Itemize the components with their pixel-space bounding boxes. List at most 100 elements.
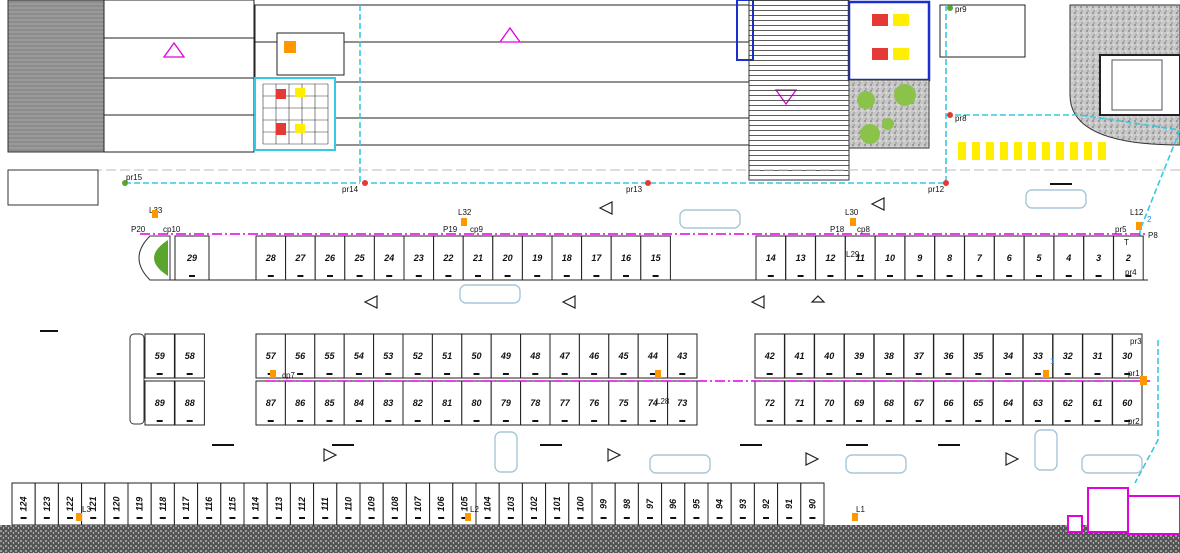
parking-space: 105	[452, 482, 477, 526]
parking-space: 45	[608, 333, 639, 379]
electrical-room	[254, 77, 336, 151]
parking-space-number: 75	[618, 398, 629, 408]
parking-space: 55	[314, 333, 345, 379]
parking-space: 82	[402, 380, 433, 426]
parking-space: 110	[336, 482, 361, 526]
label-pr1: pr1	[1128, 369, 1140, 378]
parking-space-number: 22	[442, 253, 453, 263]
parking-space: 99	[591, 482, 616, 526]
parking-space-number: 53	[383, 351, 393, 361]
parking-space-number: 70	[824, 398, 834, 408]
parking-space-number: 13	[796, 253, 806, 263]
label-l29: L29	[846, 250, 860, 259]
parking-space-number: 72	[765, 398, 775, 408]
parking-space: 117	[173, 482, 199, 526]
label-two: 2	[1147, 215, 1152, 224]
parking-space: 18	[551, 235, 583, 281]
parking-space: 114	[243, 482, 268, 526]
parking-space-number: 84	[354, 398, 364, 408]
equipment-panel-blue	[847, 0, 931, 82]
parking-space: 53	[373, 333, 404, 379]
parking-space: 94	[707, 482, 732, 526]
parking-space-number: 17	[591, 253, 602, 263]
parking-space: 2	[1113, 235, 1144, 281]
label-t: T	[1124, 238, 1129, 247]
road-strip-bottom	[0, 525, 1180, 553]
label-cp7: cp7	[282, 371, 295, 380]
parking-space-number: 46	[588, 351, 600, 361]
parking-space: 107	[405, 482, 431, 526]
parking-space-number: 34	[1003, 351, 1013, 361]
parking-space: 11	[844, 235, 876, 281]
label-pr13: pr13	[626, 185, 643, 194]
parking-space: 95	[684, 482, 709, 526]
parking-space-number: 97	[645, 498, 655, 509]
parking-space-number: 59	[155, 351, 165, 361]
parking-space-number: 123	[42, 496, 52, 511]
parking-space-number: 119	[135, 497, 145, 511]
parking-space: 12	[815, 235, 846, 281]
direction-arrow	[323, 197, 1020, 466]
parking-space-number: 64	[1003, 398, 1013, 408]
car-outline	[459, 189, 1143, 474]
parking-space-number: 40	[823, 351, 834, 361]
connection-point-pr9: pr9	[947, 5, 967, 14]
parking-space: 25	[344, 235, 375, 281]
parking-space-number: 122	[65, 496, 75, 511]
parking-space-number: 27	[294, 253, 306, 263]
parking-space-number: 94	[715, 499, 725, 509]
parking-space: 16	[610, 235, 642, 281]
parking-space-number: 78	[530, 398, 540, 408]
label-l2: L2	[470, 505, 479, 514]
parking-space-number: 44	[647, 351, 658, 361]
parking-space-number: 105	[459, 496, 469, 512]
parking-space-number: 124	[19, 496, 29, 511]
parking-space: 48	[520, 333, 551, 379]
parking-space: 23	[403, 235, 435, 281]
parking-space-number: 26	[324, 253, 336, 263]
parking-space: 101	[545, 482, 570, 526]
parking-space-number: 86	[295, 398, 306, 408]
parking-space-number: 10	[885, 253, 895, 263]
parking-space-number: 7	[977, 253, 983, 263]
parking-space: 92	[753, 482, 779, 526]
parking-space-number: 56	[295, 351, 306, 361]
parking-space-number: 28	[265, 253, 276, 263]
parking-space: 111	[313, 482, 338, 526]
parking-space: 80	[461, 380, 492, 426]
parking-space-number: 87	[266, 398, 277, 408]
label-pr9: pr9	[955, 5, 967, 14]
parking-space-number: 80	[471, 398, 481, 408]
parking-space: 81	[431, 380, 463, 426]
parking-space: 74	[637, 380, 669, 426]
parking-space: 51	[431, 333, 463, 379]
parking-space-number: 6	[1007, 253, 1013, 263]
parking-space: 78	[520, 380, 551, 426]
parking-space-number: 47	[559, 351, 571, 361]
parking-space: 63	[1022, 380, 1054, 426]
parking-space: 106	[429, 482, 454, 526]
cable-route-cyan	[125, 5, 1180, 484]
parking-space: 20	[492, 235, 523, 281]
parking-space-number: 100	[575, 496, 585, 511]
parking-space-number: 61	[1092, 398, 1102, 408]
parking-space: 70	[814, 380, 845, 426]
parking-space: 115	[220, 482, 245, 526]
parking-space: 4	[1053, 235, 1085, 281]
parking-space: 8	[934, 235, 965, 281]
parking-space: 19	[521, 235, 553, 281]
building-marker-triangle	[498, 26, 522, 43]
parking-space: 34	[992, 333, 1024, 379]
parking-space: 98	[614, 482, 639, 526]
parking-space: 38	[873, 333, 905, 379]
parking-space-number: 54	[354, 351, 364, 361]
parking-space: 65	[963, 380, 994, 426]
parking-space: 44	[637, 333, 669, 379]
parking-space: 68	[873, 380, 905, 426]
parking-space: 103	[498, 482, 523, 526]
parking-space-number: 24	[383, 253, 394, 263]
building-hatched	[7, 0, 105, 153]
parking-space: 50	[461, 333, 492, 379]
parking-space-number: 116	[204, 496, 214, 511]
